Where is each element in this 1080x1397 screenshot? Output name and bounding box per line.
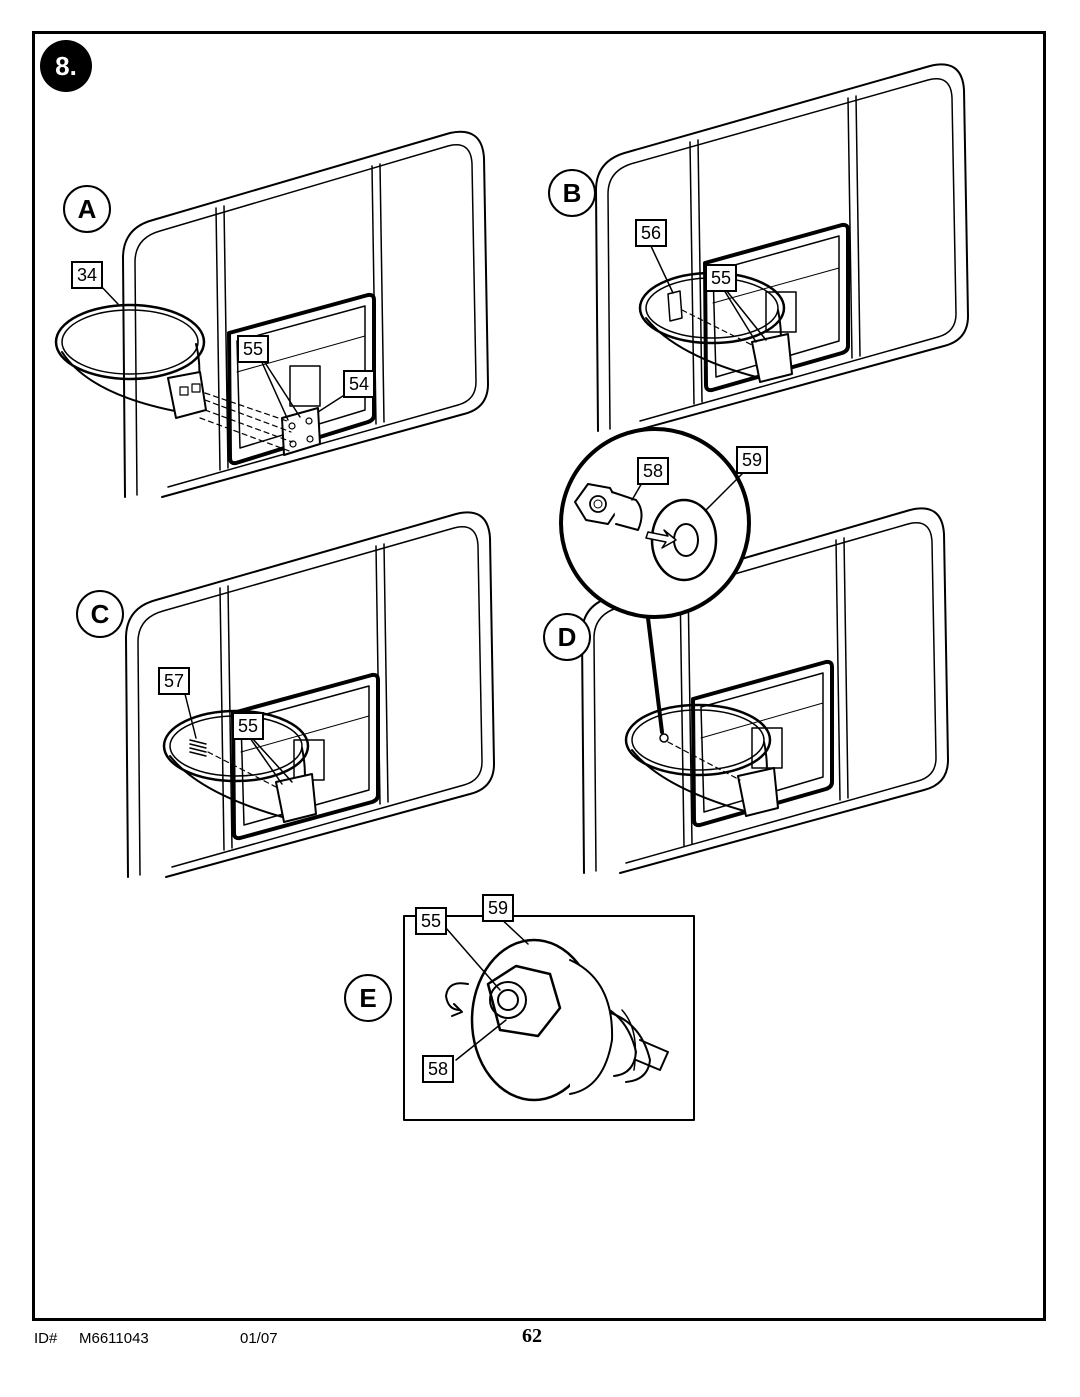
callout-55-c: 55 bbox=[232, 712, 264, 740]
footer-id-label: ID# bbox=[34, 1330, 58, 1347]
panel-label-b: B bbox=[548, 169, 596, 217]
callout-54-a: 54 bbox=[343, 370, 375, 398]
callout-57-c: 57 bbox=[158, 667, 190, 695]
backboard-b bbox=[595, 63, 969, 432]
detail-box-e bbox=[403, 915, 695, 1121]
rim-c bbox=[162, 689, 317, 823]
backboard-c bbox=[125, 511, 495, 878]
page-number: 62 bbox=[522, 1325, 542, 1347]
callout-59-d: 59 bbox=[736, 446, 768, 474]
panel-label-a: A bbox=[63, 185, 111, 233]
footer-date: 01/07 bbox=[240, 1330, 278, 1347]
panel-label-d: D bbox=[543, 613, 591, 661]
callout-58-d: 58 bbox=[637, 457, 669, 485]
callout-58-e: 58 bbox=[422, 1055, 454, 1083]
backboard-d bbox=[581, 507, 949, 874]
backboard-a bbox=[122, 130, 489, 498]
callout-55-e: 55 bbox=[415, 907, 447, 935]
callout-55-a: 55 bbox=[237, 335, 269, 363]
callout-55-b: 55 bbox=[705, 264, 737, 292]
panel-label-c: C bbox=[76, 590, 124, 638]
callout-34-a: 34 bbox=[71, 261, 103, 289]
callout-59-e: 59 bbox=[482, 894, 514, 922]
footer-id-value: M6611043 bbox=[79, 1330, 149, 1347]
rim-d bbox=[624, 616, 779, 817]
callout-56-b: 56 bbox=[635, 219, 667, 247]
page-frame bbox=[32, 31, 1046, 1321]
rim-a bbox=[54, 303, 293, 453]
detail-circle-d bbox=[559, 427, 751, 619]
step-number-badge: 8. bbox=[40, 40, 92, 92]
panel-label-e: E bbox=[344, 974, 392, 1022]
